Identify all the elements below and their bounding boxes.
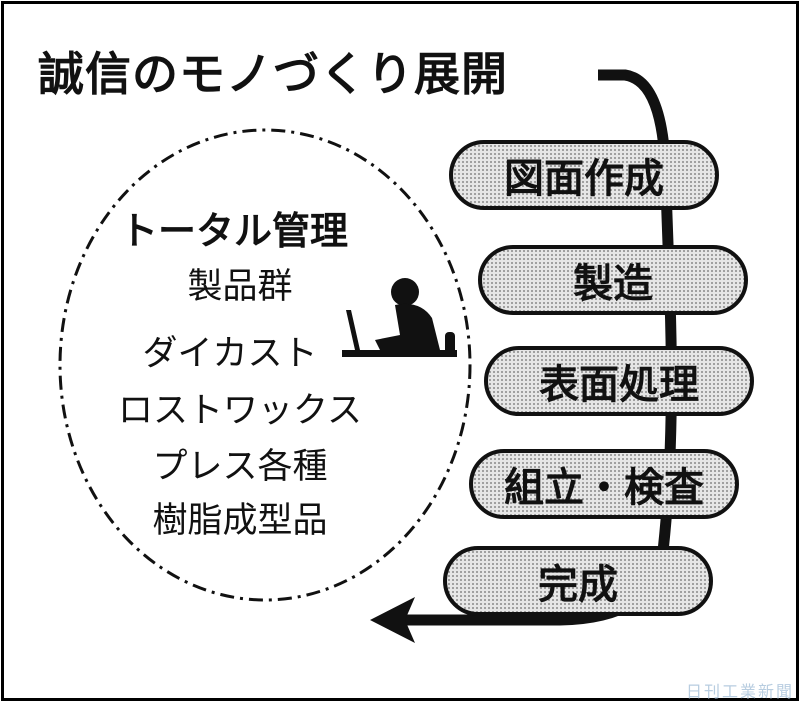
dashed-circle [58,128,472,602]
step-manufacturing: 製造 [478,245,748,315]
arrowhead-icon [370,597,415,643]
person-at-laptop-icon [342,278,457,357]
step-surface-treatment: 表面処理 [484,346,754,416]
management-item: ダイカスト [142,334,318,374]
management-item: 樹脂成型品 [152,501,328,541]
page-title: 誠信のモノづくり展開 [38,47,508,101]
management-item: ロストワックス [118,391,362,431]
management-item: プレス各種 [152,447,328,487]
step-drawing: 図面作成 [449,140,719,210]
management-item: 製品群 [187,267,293,307]
watermark: 日刊工業新聞 [685,682,794,701]
step-assembly-inspection: 組立・検査 [469,449,739,519]
management-heading: トータル管理 [120,209,349,253]
step-completion: 完成 [443,546,713,616]
